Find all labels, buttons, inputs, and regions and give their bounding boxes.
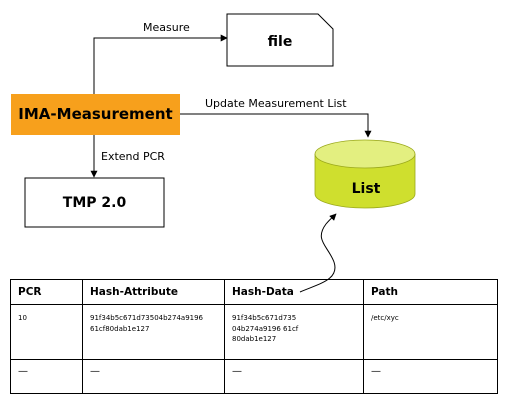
cell-hash-attribute: 91f34b5c671d73504b274a9196 61cf80dab1e12…	[82, 304, 225, 360]
measure-arrow	[93, 34, 228, 95]
header-path: Path	[363, 279, 498, 305]
list-label: List	[352, 181, 381, 197]
header-pcr: PCR	[10, 279, 83, 305]
table-header-row: PCR Hash-Attribute Hash-Data Path	[10, 279, 498, 305]
measure-label: Measure	[143, 21, 190, 34]
cell-hash-data: 91f34b5c671d735 04b274a9196 61cf 80dab1e…	[224, 304, 364, 360]
tpm-label: TMP 2.0	[63, 195, 127, 211]
cell-pcr: —	[10, 359, 83, 394]
cell-path: /etc/xyc	[363, 304, 498, 360]
update-label: Update Measurement List	[205, 97, 347, 110]
update-arrow	[180, 113, 372, 138]
ima-measurement-node	[11, 94, 180, 135]
file-node	[226, 13, 334, 67]
ima-measurement-label: IMA-Measurement	[18, 105, 172, 123]
table-row: — — — —	[10, 359, 498, 394]
cell-pcr: 10	[10, 304, 83, 360]
cell-hash-data: —	[224, 359, 364, 394]
header-hash-attribute: Hash-Attribute	[82, 279, 225, 305]
header-hash-data: Hash-Data	[224, 279, 364, 305]
measurement-table: PCR Hash-Attribute Hash-Data Path 10 91f…	[10, 279, 498, 394]
tpm-node	[24, 177, 165, 228]
cell-hash-attribute: —	[82, 359, 225, 394]
extend-label: Extend PCR	[101, 150, 165, 163]
file-label: file	[268, 34, 293, 50]
cell-path: —	[363, 359, 498, 394]
list-node	[314, 139, 416, 209]
table-row: 10 91f34b5c671d73504b274a9196 61cf80dab1…	[10, 304, 498, 360]
